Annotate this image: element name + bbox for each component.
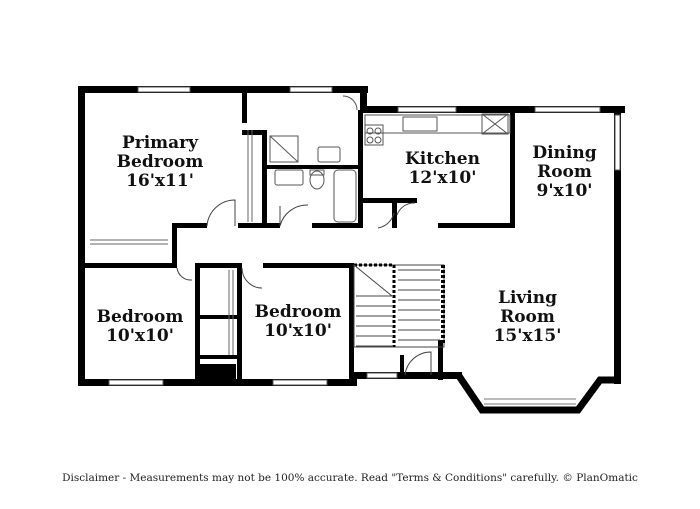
disclaimer-text: Disclaimer - Measurements may not be 100… (62, 472, 638, 484)
bedroom-center-size: 10'x10' (264, 321, 332, 341)
closet-notch (196, 364, 236, 386)
closets (90, 130, 253, 355)
doors (176, 199, 432, 376)
primary-bedroom-label: Primary Bedroom 16'x11' (110, 134, 210, 191)
living-room-label: Living Room 15'x15' (485, 289, 570, 346)
interior-walls (85, 93, 515, 383)
kitchen-fixtures (364, 113, 511, 146)
living-room-size: 15'x15' (493, 326, 562, 346)
south-wall-c (432, 372, 462, 379)
north-wall (78, 86, 368, 93)
kitchen-name: Kitchen (405, 149, 480, 169)
west-wall (78, 86, 85, 386)
bedroom-left-size: 10'x10' (106, 326, 174, 346)
bay-window (456, 374, 616, 414)
bath-fixtures (269, 95, 358, 223)
bedroom-center-label: Bedroom 10'x10' (248, 303, 348, 341)
bay-window-glass (484, 398, 576, 405)
kitchen-size: 12'x10' (408, 168, 477, 188)
east-wall (614, 106, 621, 384)
stairs (353, 263, 445, 348)
primary-bedroom-name-1: Primary (121, 133, 199, 153)
kitchen-label: Kitchen 12'x10' (395, 150, 490, 188)
primary-bedroom-size: 16'x11' (126, 171, 194, 191)
windows (108, 86, 621, 386)
dining-room-name-1: Dining (532, 143, 597, 163)
living-room-name-2: Room (500, 307, 555, 327)
dining-room-name-2: Room (537, 162, 592, 182)
step-wall (360, 86, 367, 111)
dining-room-size: 9'x10' (536, 181, 593, 201)
bedroom-left-name: Bedroom (96, 307, 184, 327)
bedroom-left-label: Bedroom 10'x10' (90, 308, 190, 346)
primary-bedroom-name-2: Bedroom (116, 152, 204, 172)
living-room-name-1: Living (498, 288, 557, 308)
bedroom-center-name: Bedroom (254, 302, 342, 322)
dining-room-label: Dining Room 9'x10' (522, 144, 607, 201)
